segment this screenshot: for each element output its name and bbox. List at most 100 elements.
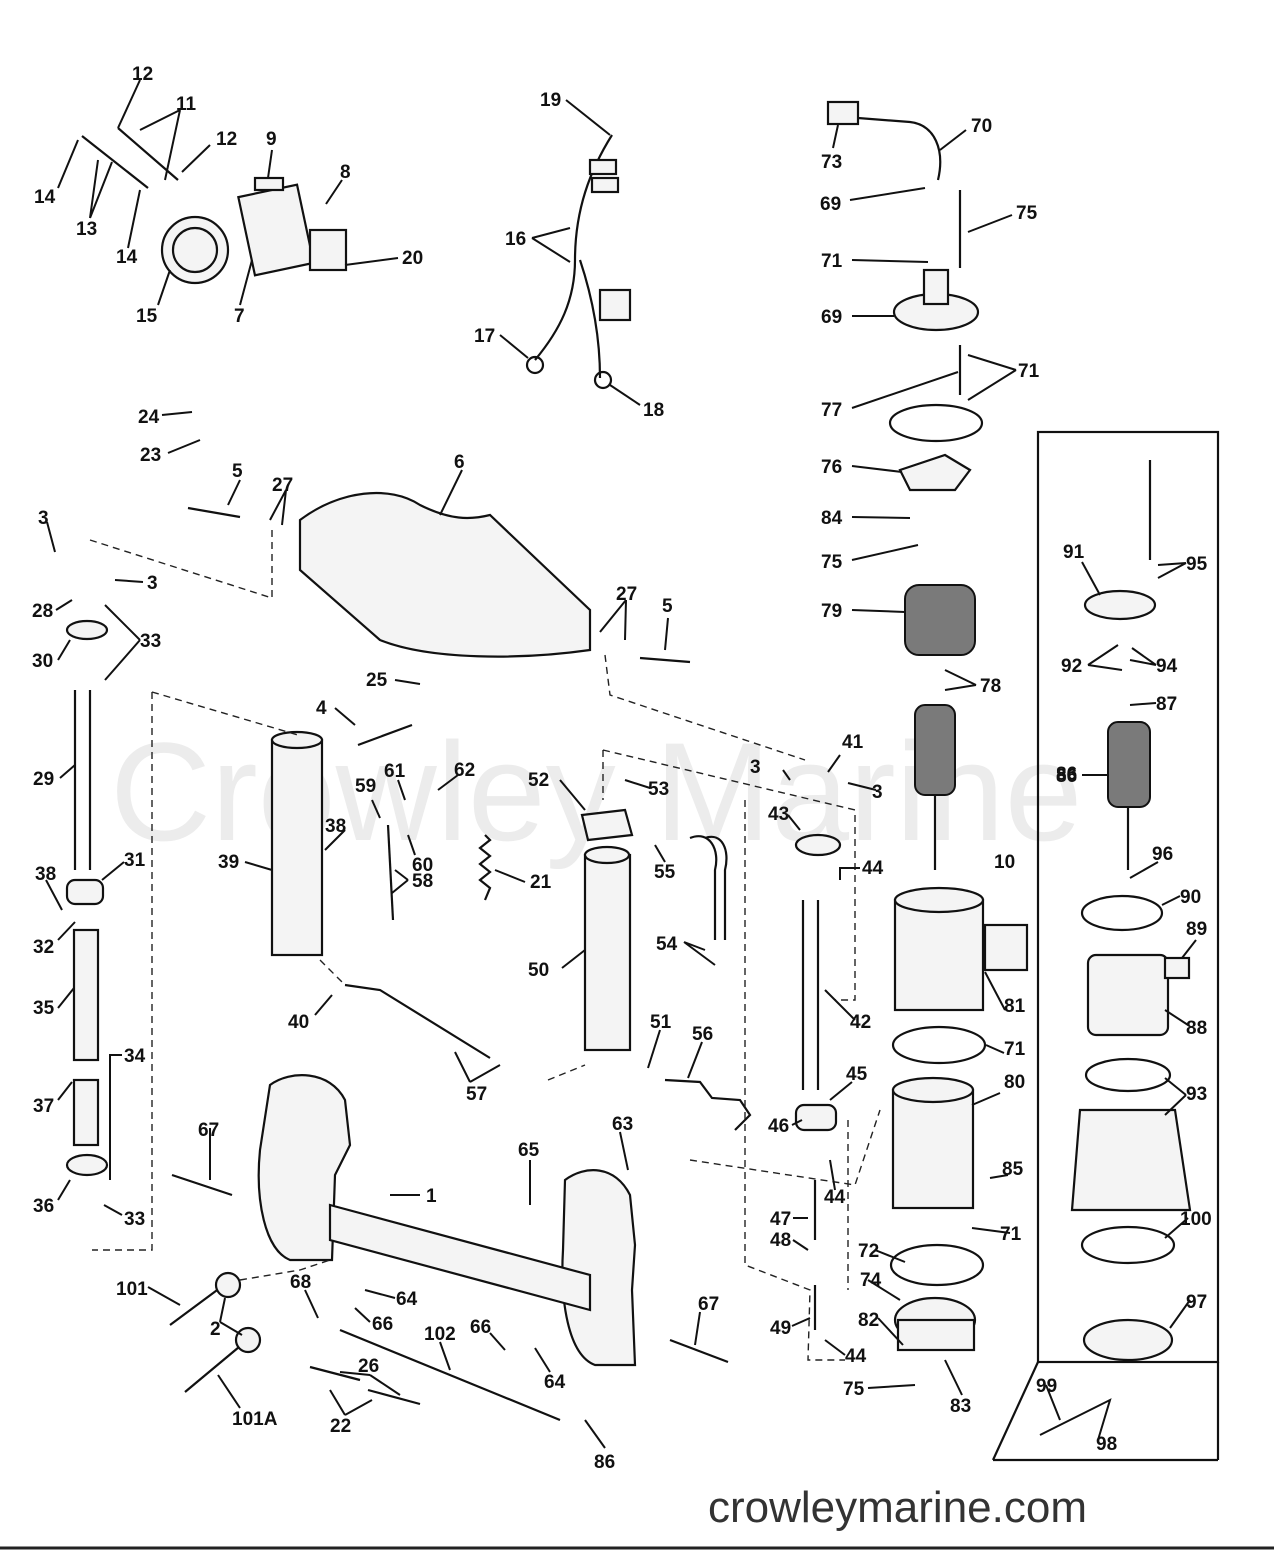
callout-48: 48 [770, 1230, 791, 1251]
callout-69: 69 [820, 194, 841, 215]
callout-85: 85 [1002, 1159, 1024, 1180]
field-assembly-part [904, 584, 976, 656]
callout-54: 54 [656, 934, 678, 955]
callout-71: 71 [1000, 1224, 1022, 1245]
callout-93: 93 [1186, 1084, 1207, 1105]
callout-9: 9 [266, 129, 277, 150]
reservoir-part [891, 1088, 975, 1210]
callout-32: 32 [33, 937, 54, 958]
callout-50: 50 [528, 960, 549, 981]
callout-17: 17 [474, 326, 495, 347]
callout-14: 14 [116, 247, 138, 268]
callout-102: 102 [424, 1324, 456, 1345]
callout-68: 68 [290, 1272, 311, 1293]
callout-10: 10 [994, 852, 1015, 873]
callout-91: 91 [1063, 542, 1085, 563]
motor-housing-part [893, 898, 985, 1012]
callout-56: 56 [692, 1024, 713, 1045]
callout-84: 84 [821, 508, 843, 529]
tilt-cylinder-part [270, 738, 324, 957]
parts-artwork [65, 100, 1220, 1462]
callout-82: 82 [858, 1310, 879, 1331]
callout-88: 88 [1186, 1018, 1207, 1039]
callout-67: 67 [198, 1120, 219, 1141]
assembly-guide-lines [89, 525, 881, 1361]
callout-8: 8 [340, 162, 351, 183]
callout-66: 66 [372, 1314, 393, 1335]
callout-36: 36 [33, 1196, 54, 1217]
callout-73: 73 [821, 152, 842, 173]
callout-39: 39 [218, 852, 239, 873]
callout-97: 97 [1186, 1292, 1207, 1313]
callout-30: 30 [32, 651, 53, 672]
callout-77: 77 [821, 400, 842, 421]
left-stern-bracket-part [257, 1074, 352, 1262]
callout-80: 80 [1004, 1072, 1025, 1093]
callout-33: 33 [124, 1209, 145, 1230]
callout-labels: 12 11 12 14 13 14 15 9 8 7 20 19 16 17 1… [32, 64, 1212, 1473]
callout-28: 28 [32, 601, 53, 622]
callout-37: 37 [33, 1096, 54, 1117]
callout-40: 40 [288, 1012, 309, 1033]
callout-62: 62 [454, 760, 475, 781]
callout-12: 12 [216, 129, 237, 150]
callout-35: 35 [33, 998, 55, 1019]
callout-90: 90 [1180, 887, 1201, 908]
callout-44: 44 [845, 1346, 867, 1367]
callout-3: 3 [38, 508, 49, 529]
swivel-tube-part [328, 1203, 592, 1312]
callout-31: 31 [124, 850, 146, 871]
callout-15: 15 [136, 306, 158, 327]
callout-58: 58 [412, 871, 433, 892]
switch-part [308, 228, 348, 272]
callout-69: 69 [821, 307, 842, 328]
callout-96: 96 [1152, 844, 1173, 865]
callout-29: 29 [33, 769, 54, 790]
callout-101: 101 [116, 1279, 148, 1300]
callout-3: 3 [872, 782, 883, 803]
callout-3: 3 [147, 573, 158, 594]
callout-70: 70 [971, 116, 992, 137]
callout-51: 51 [650, 1012, 672, 1033]
callout-4: 4 [316, 698, 327, 719]
callout-34: 34 [124, 1046, 146, 1067]
callout-20: 20 [402, 248, 423, 269]
callout-59: 59 [355, 776, 376, 797]
callout-1: 1 [426, 1186, 437, 1207]
callout-87: 87 [1156, 694, 1177, 715]
callout-26: 26 [358, 1356, 379, 1377]
callout-60: 60 [412, 855, 433, 876]
callout-64: 64 [544, 1372, 566, 1393]
callout-13: 13 [76, 219, 97, 240]
callout-78: 78 [980, 676, 1001, 697]
callout-33: 33 [140, 631, 161, 652]
callout-12: 12 [132, 64, 153, 85]
callout-41: 41 [842, 732, 864, 753]
callout-57: 57 [466, 1084, 487, 1105]
callout-86: 86 [1056, 766, 1077, 787]
callout-86: 86 [1056, 764, 1077, 785]
callout-64: 64 [396, 1289, 418, 1310]
callout-72: 72 [858, 1241, 879, 1262]
callout-38: 38 [325, 816, 346, 837]
callout-42: 42 [850, 1012, 871, 1033]
callout-79: 79 [821, 601, 842, 622]
callout-44: 44 [862, 858, 884, 879]
callout-63: 63 [612, 1114, 633, 1135]
callout-2: 2 [210, 1319, 221, 1340]
callout-11: 11 [176, 94, 197, 115]
callout-43: 43 [768, 804, 789, 825]
trim-gauge-part [160, 215, 230, 285]
callout-49: 49 [770, 1318, 791, 1339]
callout-81: 81 [1004, 996, 1026, 1017]
callout-83: 83 [950, 1396, 971, 1417]
callout-92: 92 [1061, 656, 1082, 677]
right-stern-bracket-part [561, 1169, 637, 1367]
callout-98: 98 [1096, 1434, 1117, 1455]
callout-45: 45 [846, 1064, 868, 1085]
callout-75: 75 [843, 1379, 865, 1400]
callout-95: 95 [1186, 554, 1208, 575]
callout-19: 19 [540, 90, 561, 111]
callout-6: 6 [454, 452, 465, 473]
callout-101a: 101A [232, 1409, 278, 1430]
